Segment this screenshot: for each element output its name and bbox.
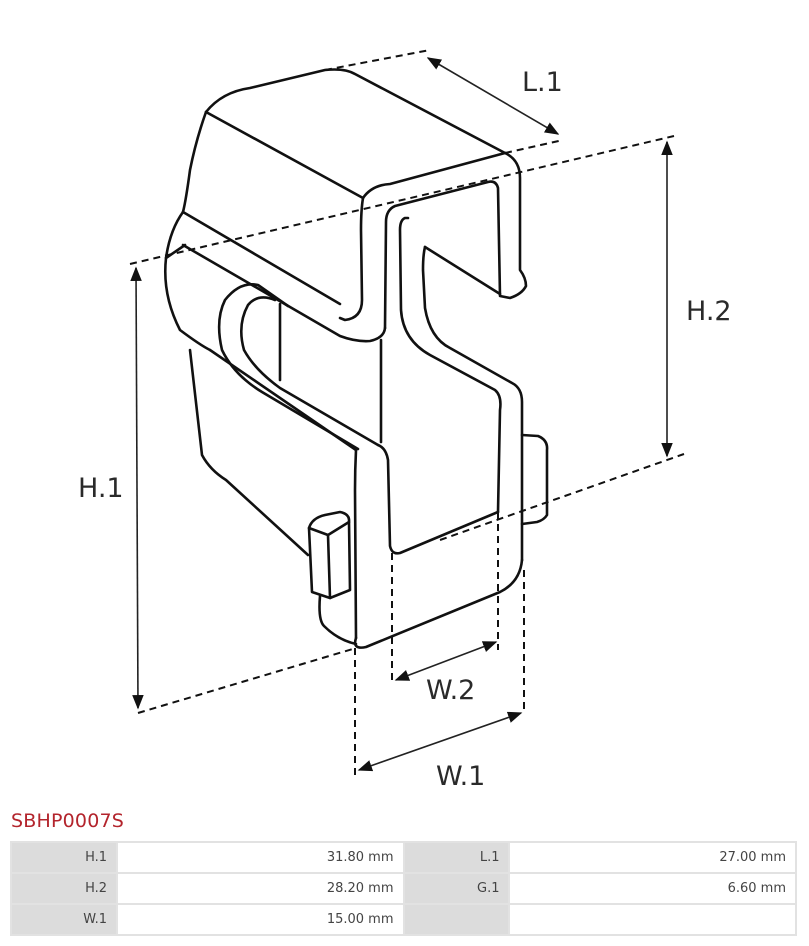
spec-label: L.1 xyxy=(404,843,509,872)
spec-value: 6.60 mm xyxy=(510,874,795,903)
part-code-title: SBHP0007S xyxy=(11,810,125,832)
spec-value: 31.80 mm xyxy=(118,843,403,872)
table-row: H.2 28.20 mm G.1 6.60 mm xyxy=(12,874,795,903)
spec-label: G.1 xyxy=(404,874,509,903)
table-row: H.1 31.80 mm L.1 27.00 mm xyxy=(12,843,795,872)
dim-label-w2: W.2 xyxy=(426,675,475,706)
dim-label-l1: L.1 xyxy=(522,67,563,98)
spec-value-empty xyxy=(510,905,795,934)
spec-label-empty xyxy=(404,905,509,934)
spec-label: H.2 xyxy=(12,874,117,903)
specs-table: H.1 31.80 mm L.1 27.00 mm H.2 28.20 mm G… xyxy=(10,841,797,936)
dim-label-h2: H.2 xyxy=(686,296,732,327)
part-outline xyxy=(164,68,549,649)
spec-label: W.1 xyxy=(12,905,117,934)
spec-value: 15.00 mm xyxy=(118,905,403,934)
dim-label-w1: W.1 xyxy=(436,761,485,792)
spec-label: H.1 xyxy=(12,843,117,872)
dimension-arrows xyxy=(130,57,673,772)
technical-drawing: L.1 H.2 H.1 W.2 W.1 xyxy=(78,49,732,792)
dim-label-h1: H.1 xyxy=(78,473,124,504)
spec-value: 28.20 mm xyxy=(118,874,403,903)
spec-value: 27.00 mm xyxy=(510,843,795,872)
extension-lines xyxy=(129,49,685,778)
table-row: W.1 15.00 mm xyxy=(12,905,795,934)
